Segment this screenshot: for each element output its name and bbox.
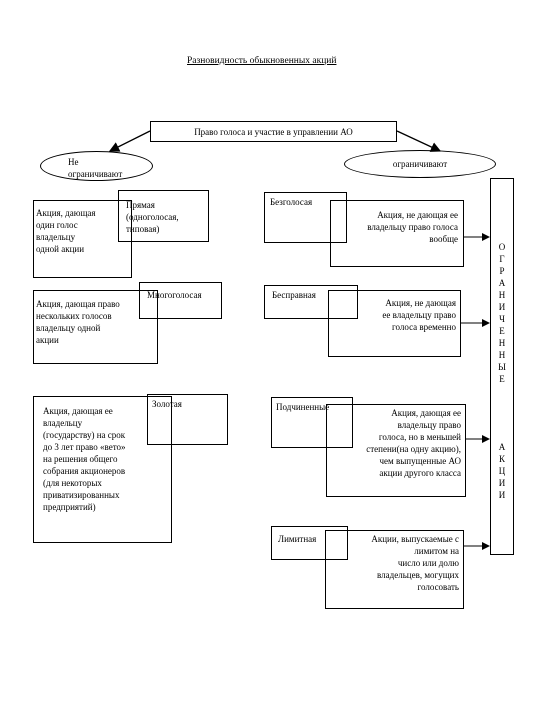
subordinate-desc-box	[326, 404, 466, 497]
direct-type-box	[118, 190, 209, 242]
arrow-to-left-ellipse	[108, 130, 151, 152]
voteless-desc: Акция, не дающая ее владельцу право голо…	[367, 210, 458, 244]
rightless-type: Бесправная	[272, 290, 316, 300]
multi-desc-box	[33, 290, 158, 364]
rightless-desc-box	[328, 290, 461, 357]
right-ellipse	[344, 150, 496, 178]
limit-desc-box	[325, 530, 464, 609]
top-box	[150, 121, 397, 142]
limit-type-box	[271, 526, 348, 560]
restricted-shares-column: О Г Р А Н И Ч Е Н Н Ы Е А К Ц И И	[490, 178, 514, 555]
top-box-label: Право голоса и участие в управлении АО	[194, 127, 353, 137]
subordinate-type: Подчиненные	[276, 402, 330, 412]
subordinate-type-box	[271, 397, 353, 448]
gold-type: Золотая	[152, 399, 182, 409]
gold-type-box	[147, 394, 228, 445]
gold-desc-box	[33, 396, 172, 543]
voteless-desc-box	[330, 200, 464, 267]
restricted-label: О Г Р А Н И Ч Е Н Н Ы Е	[498, 242, 506, 384]
rightless-type-box	[264, 285, 358, 319]
limit-desc: Акции, выпускаемые с лимитом на число ил…	[371, 534, 459, 592]
multi-type: Многоголосая	[147, 290, 202, 300]
limit-type: Лимитная	[278, 534, 317, 544]
subordinate-desc: Акция, дающая ее владельцу право голоса,…	[366, 408, 461, 478]
direct-desc-box	[33, 200, 132, 278]
direct-type: Прямая (одноголосая, типовая)	[126, 200, 179, 234]
voteless-type: Безголосая	[270, 197, 313, 207]
right-ellipse-label: ограничивают	[392, 159, 448, 169]
multi-type-box	[139, 282, 222, 319]
rightless-desc: Акция, не дающая ее владельцу право голо…	[382, 298, 456, 332]
left-ellipse	[40, 151, 153, 181]
shares-label: А К Ц И И	[498, 442, 506, 500]
voteless-type-box	[264, 192, 347, 243]
left-ellipse-label: Не ограничивают	[68, 157, 123, 179]
arrow-to-right-ellipse	[396, 130, 442, 152]
gold-desc: Акция, дающая ее владельцу (государству)…	[43, 406, 126, 512]
direct-desc: Акция, дающая один голос владельцу одной…	[36, 208, 96, 254]
multi-desc: Акция, дающая право нескольких голосов в…	[36, 299, 120, 345]
diagram-title: Разновидность обыкновенных акций	[187, 56, 337, 66]
